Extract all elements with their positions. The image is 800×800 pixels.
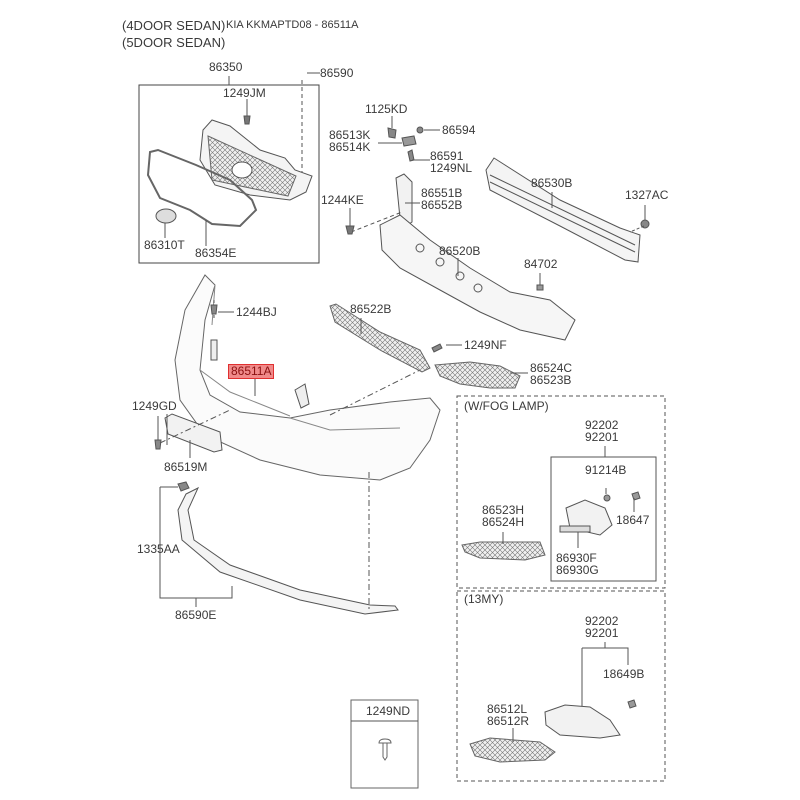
part-label-1249gd[interactable]: 1249GD bbox=[132, 399, 177, 413]
radiator-grille-drawing bbox=[199, 119, 313, 201]
part-label-86522b[interactable]: 86522B bbox=[350, 302, 392, 316]
part-label-86530b[interactable]: 86530B bbox=[531, 176, 573, 190]
part-label-86512l[interactable]: 86512L bbox=[487, 702, 528, 716]
part-label-18647[interactable]: 18647 bbox=[616, 513, 650, 527]
part-label-86511a-highlighted[interactable]: 86511A bbox=[228, 364, 275, 379]
part-label-86514k[interactable]: 86514K bbox=[329, 140, 371, 154]
part-label-91214b[interactable]: 91214B bbox=[585, 463, 627, 477]
part-label-86590[interactable]: 86590 bbox=[320, 66, 354, 80]
part-label-86310t[interactable]: 86310T bbox=[144, 238, 185, 252]
part-label-86512r[interactable]: 86512R bbox=[487, 714, 530, 728]
part-label-86594[interactable]: 86594 bbox=[442, 123, 476, 137]
part-label-86524h[interactable]: 86524H bbox=[482, 515, 525, 529]
part-label-86523b[interactable]: 86523B bbox=[530, 373, 572, 387]
13my-box-border bbox=[456, 590, 666, 782]
screw-icon bbox=[378, 738, 392, 761]
page-title: KIA KKMAPTD08 - 86511A bbox=[226, 19, 359, 31]
part-label-18649b[interactable]: 18649B bbox=[603, 667, 645, 681]
part-label-92202-13my[interactable]: 92202 bbox=[585, 614, 619, 628]
part-label-86354e[interactable]: 86354E bbox=[195, 246, 237, 260]
bumper-cover-drawing bbox=[174, 274, 441, 481]
part-label-1249jm[interactable]: 1249JM bbox=[223, 86, 266, 100]
fastener-box-border bbox=[350, 699, 419, 789]
part-label-1244ke[interactable]: 1244KE bbox=[321, 193, 364, 207]
part-label-86930g[interactable]: 86930G bbox=[556, 563, 599, 577]
part-label-92202-fog[interactable]: 92202 bbox=[585, 418, 619, 432]
part-label-86591[interactable]: 86591 bbox=[430, 149, 464, 163]
part-label-1125kd[interactable]: 1125KD bbox=[365, 102, 408, 116]
part-label-1335aa[interactable]: 1335AA bbox=[137, 542, 180, 556]
part-label-92201-13my[interactable]: 92201 bbox=[585, 626, 619, 640]
fog-lamp-inner-box bbox=[550, 456, 657, 582]
part-label-86350[interactable]: 86350 bbox=[209, 60, 243, 74]
fog-lamp-box-border bbox=[456, 395, 666, 589]
part-label-86513k[interactable]: 86513K bbox=[329, 128, 371, 142]
part-label-1249nf[interactable]: 1249NF bbox=[464, 338, 507, 352]
13my-box-title: (13MY) bbox=[464, 592, 504, 606]
part-label-86551b[interactable]: 86551B bbox=[421, 186, 463, 200]
part-label-1327ac[interactable]: 1327AC bbox=[625, 188, 669, 202]
part-label-86524c[interactable]: 86524C bbox=[530, 361, 573, 375]
part-label-86930f[interactable]: 86930F bbox=[556, 551, 597, 565]
part-label-1244bj[interactable]: 1244BJ bbox=[236, 305, 277, 319]
variant-4door-label: (4DOOR SEDAN) bbox=[122, 18, 226, 33]
part-label-1249nd[interactable]: 1249ND bbox=[366, 704, 411, 718]
part-label-1249nl[interactable]: 1249NL bbox=[430, 161, 473, 175]
part-label-86519m[interactable]: 86519M bbox=[164, 460, 208, 474]
part-label-86523h[interactable]: 86523H bbox=[482, 503, 525, 517]
variant-5door-label: (5DOOR SEDAN) bbox=[122, 35, 226, 50]
part-label-86590e[interactable]: 86590E bbox=[175, 608, 217, 622]
part-label-86520b[interactable]: 86520B bbox=[439, 244, 481, 258]
part-label-92201-fog[interactable]: 92201 bbox=[585, 430, 619, 444]
fog-lamp-box-title: (W/FOG LAMP) bbox=[464, 399, 549, 413]
part-label-84702[interactable]: 84702 bbox=[524, 257, 558, 271]
part-label-86552b[interactable]: 86552B bbox=[421, 198, 463, 212]
